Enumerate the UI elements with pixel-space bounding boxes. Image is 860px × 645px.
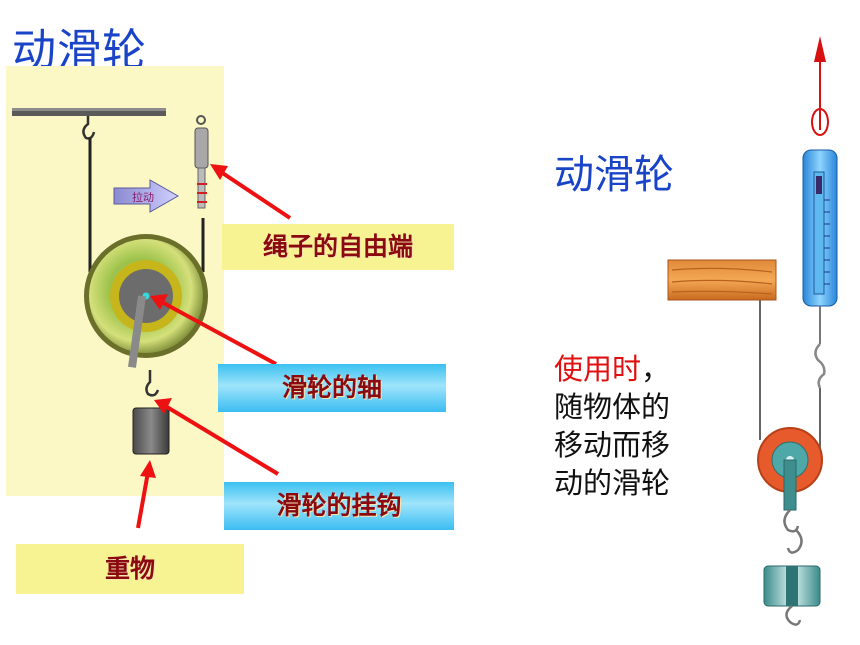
desc-comma: ， bbox=[641, 352, 671, 386]
pulley-hanger bbox=[128, 295, 146, 368]
desc-line-4: 动的滑轮 bbox=[554, 466, 671, 500]
label-pulley-axle: 滑轮的轴 bbox=[218, 364, 446, 412]
pull-direction-arrow: 拉动 bbox=[113, 179, 180, 213]
weight-block bbox=[132, 407, 170, 455]
ceiling-hook bbox=[82, 116, 96, 140]
pull-up-arrow bbox=[814, 36, 826, 62]
ceiling-beam bbox=[12, 108, 166, 116]
movable-pulley-description: 使用时， 随物体的 移动而移 动的滑轮 bbox=[554, 350, 714, 502]
annotation-arrows bbox=[136, 164, 292, 529]
pulley-hook bbox=[145, 370, 160, 397]
label-rope-free-end: 绳子的自由端 bbox=[222, 224, 454, 270]
label-pulley-hook: 滑轮的挂钩 bbox=[224, 482, 454, 530]
movable-pulley-disc bbox=[84, 234, 208, 358]
desc-line-3: 移动而移 bbox=[554, 428, 671, 462]
desc-red-phrase: 使用时 bbox=[554, 352, 642, 386]
spring-scale-left bbox=[194, 115, 209, 209]
right-panel-title: 动滑轮 bbox=[554, 152, 674, 198]
right-pulley-setup bbox=[667, 36, 838, 626]
desc-line-2: 随物体的 bbox=[554, 390, 671, 424]
label-weight: 重物 bbox=[16, 544, 244, 594]
arrow-badge-text: 拉动 bbox=[132, 190, 154, 204]
